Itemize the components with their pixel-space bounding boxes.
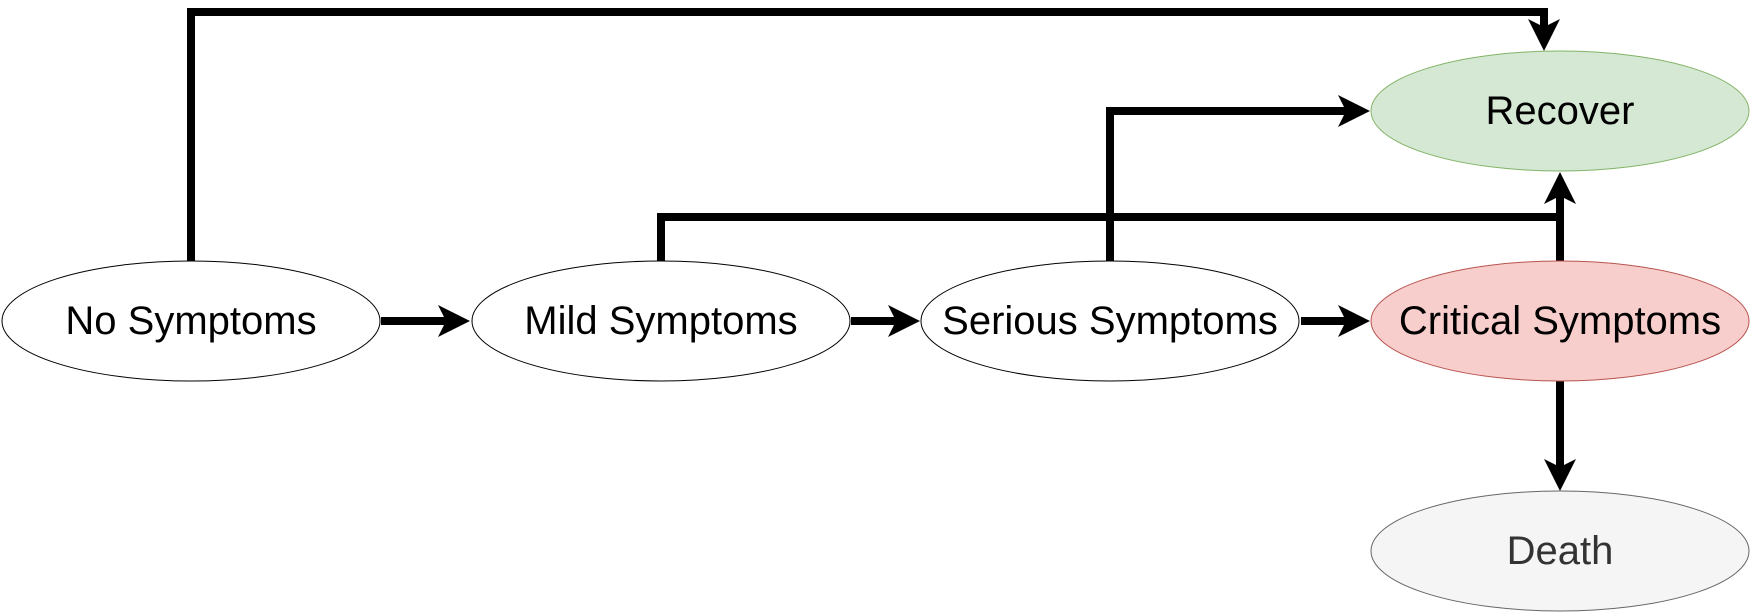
edge-serious-to-recover bbox=[1106, 107, 1352, 262]
edge-no-to-recover bbox=[187, 8, 1548, 262]
node-mild-symptoms-label: Mild Symptoms bbox=[524, 299, 797, 343]
arrowhead-critical-to-death bbox=[1544, 459, 1576, 491]
node-no-symptoms-shape bbox=[1, 260, 381, 382]
arrowhead-no-to-recover bbox=[1528, 19, 1560, 51]
arrowhead-no-to-mild bbox=[438, 305, 470, 337]
edge-mild-to-recover bbox=[657, 213, 1560, 262]
node-no-symptoms-label: No Symptoms bbox=[65, 299, 316, 343]
edges bbox=[187, 8, 1576, 491]
arrowhead-serious-to-critical bbox=[1338, 305, 1370, 337]
arrowhead-critical-to-recover bbox=[1544, 172, 1576, 204]
node-recover-label: Recover bbox=[1486, 89, 1635, 133]
node-death: Death bbox=[1370, 490, 1750, 612]
node-recover: Recover bbox=[1370, 50, 1750, 172]
node-mild-symptoms: Mild Symptoms bbox=[471, 260, 851, 382]
node-critical-symptoms-label: Critical Symptoms bbox=[1399, 299, 1721, 343]
arrowhead-mild-to-serious bbox=[888, 305, 920, 337]
node-death-shape bbox=[1370, 490, 1750, 612]
node-recover-shape bbox=[1370, 50, 1750, 172]
node-serious-symptoms-shape bbox=[920, 260, 1300, 382]
node-critical-symptoms: Critical Symptoms bbox=[1370, 260, 1750, 382]
node-critical-symptoms-shape bbox=[1370, 260, 1750, 382]
arrowhead-serious-to-recover bbox=[1338, 95, 1370, 127]
node-no-symptoms: No Symptoms bbox=[1, 260, 381, 382]
node-serious-symptoms-label: Serious Symptoms bbox=[942, 299, 1278, 343]
node-serious-symptoms: Serious Symptoms bbox=[920, 260, 1300, 382]
node-death-label: Death bbox=[1507, 529, 1614, 573]
node-mild-symptoms-shape bbox=[471, 260, 851, 382]
